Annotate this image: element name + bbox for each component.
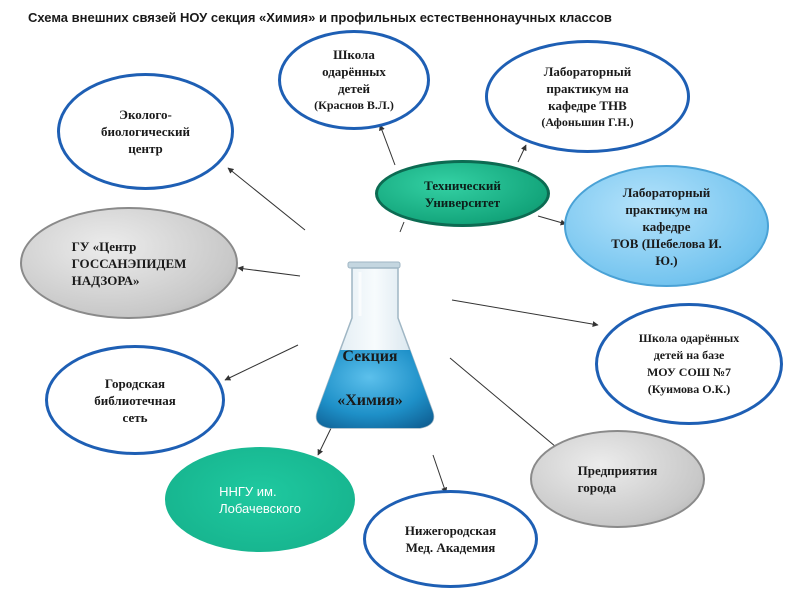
node-med-academy: Нижегородская Мед. Академия [363, 490, 538, 588]
connector-tov [538, 216, 566, 224]
node-nngu-label: ННГУ им. Лобачевского [219, 483, 301, 517]
connector-med [433, 455, 446, 493]
node-lab-tov-label: Лабораторный практикум на кафедре ТОВ (Ш… [611, 184, 722, 269]
connector-enterprises [450, 358, 562, 452]
node-med-academy-label: Нижегородская Мед. Академия [405, 522, 496, 556]
connector-gu [238, 268, 300, 276]
node-gu-center-label: ГУ «Центр ГОССАНЭПИДЕМ НАДЗОРА» [72, 238, 187, 289]
node-tech-uni: Технический Университет [375, 160, 550, 227]
node-library: Городская библиотечная сеть [45, 345, 225, 455]
node-lab-tov: Лабораторный практикум на кафедре ТОВ (Ш… [564, 165, 769, 287]
node-lab-tnv-sub: (Афоньшин Г.Н.) [541, 114, 633, 131]
node-eco-center: Эколого- биологический центр [57, 73, 234, 190]
node-enterprises-label: Предприятия города [578, 462, 658, 496]
node-lab-tnv: Лабораторный практикум на кафедре ТНВ (А… [485, 40, 690, 153]
node-library-label: Городская библиотечная сеть [94, 375, 175, 426]
connector-sosh7 [452, 300, 598, 325]
connector-tnv [518, 145, 526, 162]
node-lab-tnv-label: Лабораторный практикум на кафедре ТНВ [541, 63, 633, 114]
node-eco-center-label: Эколого- биологический центр [101, 106, 190, 157]
connector-library [225, 345, 298, 380]
node-school-gifted-sub: (Краснов В.Л.) [314, 97, 394, 114]
node-enterprises: Предприятия города [530, 430, 705, 528]
node-school-sosh7-label: Школа одарённых детей на базе МОУ СОШ №7… [639, 330, 739, 398]
connector-eco [228, 168, 305, 230]
node-gu-center: ГУ «Центр ГОССАНЭПИДЕМ НАДЗОРА» [20, 207, 238, 319]
node-nngu: ННГУ им. Лобачевского [165, 447, 355, 552]
center-label-line2: «Химия» [325, 392, 415, 410]
node-school-gifted: Школа одарённых детей (Краснов В.Л.) [278, 30, 430, 130]
connector-tech-uni [400, 222, 404, 232]
node-school-sosh7: Школа одарённых детей на базе МОУ СОШ №7… [595, 303, 783, 425]
node-tech-uni-label: Технический Университет [424, 177, 501, 211]
node-school-gifted-label: Школа одарённых детей [314, 46, 394, 97]
center-label-line1: Секция [330, 348, 410, 366]
connector-school-gifted [380, 125, 395, 165]
